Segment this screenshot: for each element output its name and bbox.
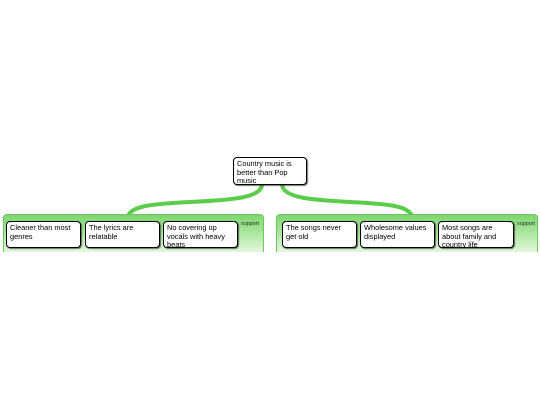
argument-node-family[interactable]: Most songs are about family and country … — [438, 221, 514, 248]
argument-node-never-old[interactable]: The songs never get old — [282, 221, 357, 248]
connector-left — [126, 182, 264, 218]
argument-text-cleaner: Cleaner than most genres — [10, 223, 71, 241]
support-label-right: support — [517, 221, 535, 227]
central-topic-node[interactable]: Country music is better than Pop music — [233, 157, 307, 185]
connector-right — [280, 182, 414, 218]
argument-node-wholesome[interactable]: Wholesome values displayed — [360, 221, 435, 248]
argument-node-lyrics[interactable]: The lyrics are relatable — [85, 221, 160, 248]
argument-text-wholesome: Wholesome values displayed — [364, 223, 427, 241]
argument-node-cleaner[interactable]: Cleaner than most genres — [6, 221, 81, 248]
central-topic-text: Country music is better than Pop music — [237, 159, 292, 185]
argument-text-vocals: No covering up vocals with heavy beats — [167, 223, 225, 248]
support-label-left: support — [241, 221, 259, 227]
argument-text-family: Most songs are about family and country … — [442, 223, 497, 248]
argument-text-never-old: The songs never get old — [286, 223, 342, 241]
argument-text-lyrics: The lyrics are relatable — [89, 223, 134, 241]
argument-node-vocals[interactable]: No covering up vocals with heavy beats — [163, 221, 238, 248]
